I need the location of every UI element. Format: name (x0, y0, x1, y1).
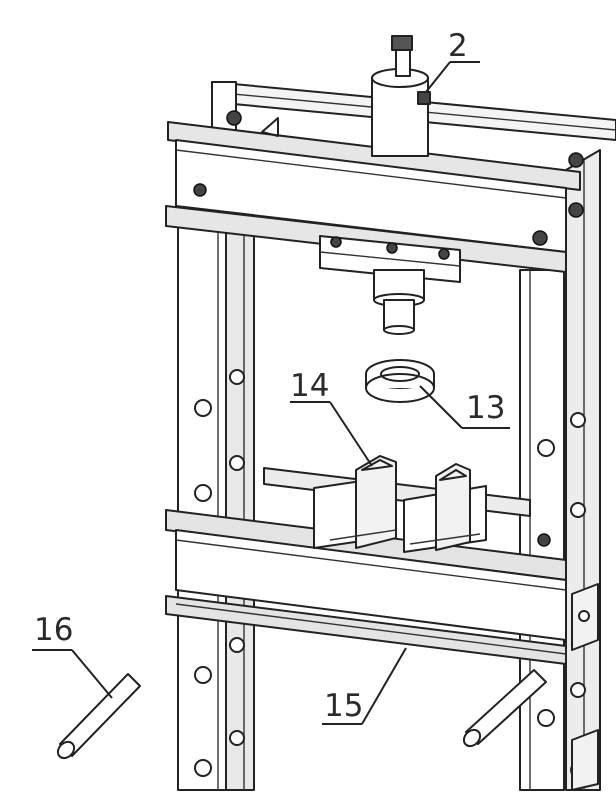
callout-16: 16 (32, 612, 113, 699)
press-plates (313, 455, 487, 553)
callout-16-label: 16 (34, 612, 73, 648)
hydraulic-cylinder (371, 35, 431, 157)
callout-14: 14 (290, 368, 373, 467)
callout-15: 15 (322, 647, 407, 725)
callout-15-label: 15 (324, 688, 363, 724)
press-ram (319, 235, 461, 335)
press-pins (56, 669, 547, 760)
callout-13-label: 13 (466, 390, 505, 426)
bearing-ring (365, 359, 435, 403)
right-upright (519, 149, 601, 791)
callout-2: 2 (425, 28, 480, 93)
callout-13: 13 (419, 385, 510, 429)
left-upright (177, 146, 255, 791)
callout-2-label: 2 (448, 28, 468, 64)
callout-14-label: 14 (290, 368, 329, 404)
